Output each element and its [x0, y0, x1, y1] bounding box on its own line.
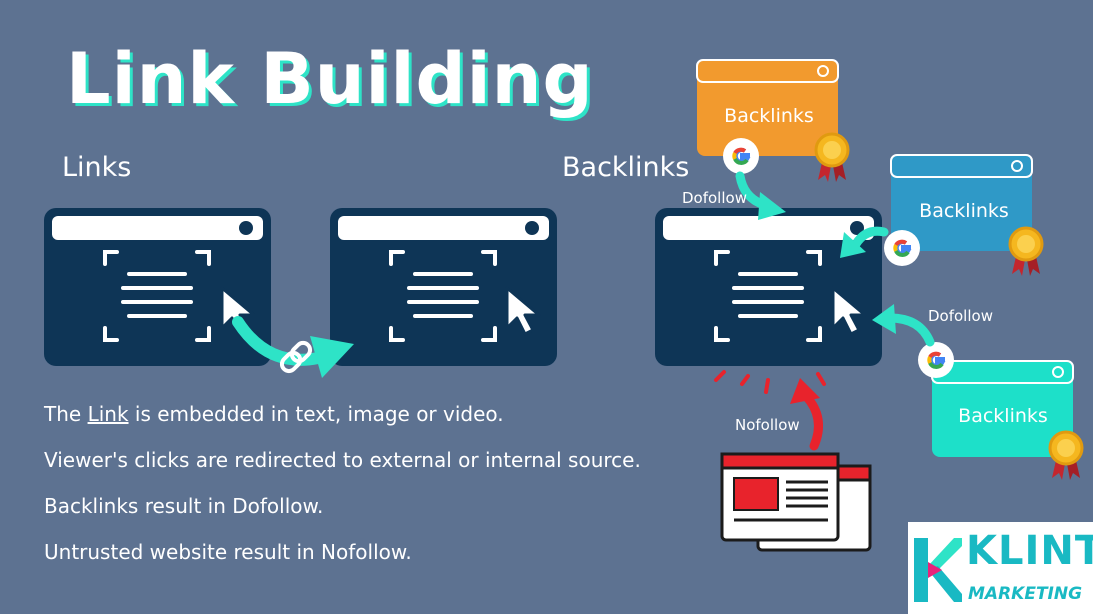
klint-logo: KLINT MARKETING	[908, 522, 1093, 614]
award-ribbon-icon	[814, 132, 850, 184]
nofollow-arrow	[714, 370, 826, 451]
google-icon	[721, 136, 761, 176]
backlink-card-label: Backlinks	[958, 405, 1048, 427]
link-word: Link	[87, 402, 129, 426]
backlink-card-label: Backlinks	[919, 200, 1009, 222]
backlinks-heading: Backlinks	[562, 152, 690, 183]
chain-link-icon	[279, 340, 313, 374]
bullet-line-1: The Link is embedded in text, image or v…	[44, 400, 641, 446]
award-ribbon-icon	[1048, 430, 1084, 482]
award-ribbon-icon	[1008, 226, 1044, 278]
backlink-card-blue: Backlinks	[890, 154, 1044, 278]
backlink-card-label: Backlinks	[724, 105, 814, 127]
klint-logo-mark	[914, 538, 962, 602]
dofollow-label-top: Dofollow	[682, 189, 747, 207]
link-window-2	[330, 208, 557, 366]
dofollow-label-right: Dofollow	[928, 307, 993, 325]
bullet-line-4: Untrusted website result in Nofollow.	[44, 540, 412, 564]
google-icon	[882, 228, 922, 268]
logo-tagline: MARKETING	[968, 584, 1083, 604]
google-icon	[916, 340, 956, 380]
bullet-list: The Link is embedded in text, image or v…	[44, 400, 641, 584]
backlink-card-orange: Backlinks	[696, 59, 850, 184]
link-window-1	[44, 208, 271, 366]
links-heading: Links	[62, 152, 132, 183]
bullet-line-3: Backlinks result in Dofollow.	[44, 494, 324, 518]
bullet-text: The	[44, 402, 88, 426]
bullet-text: is embedded in text, image or video.	[128, 402, 504, 426]
logo-wordmark: KLINT	[966, 528, 1093, 574]
slide-title: Link Building	[66, 38, 594, 120]
link-arrow	[232, 316, 354, 378]
nofollow-label: Nofollow	[735, 416, 800, 434]
backlink-card-teal: Backlinks	[931, 360, 1084, 482]
untrusted-website	[720, 452, 872, 552]
target-window	[655, 208, 882, 366]
bullet-line-2: Viewer's clicks are redirected to extern…	[44, 448, 641, 472]
